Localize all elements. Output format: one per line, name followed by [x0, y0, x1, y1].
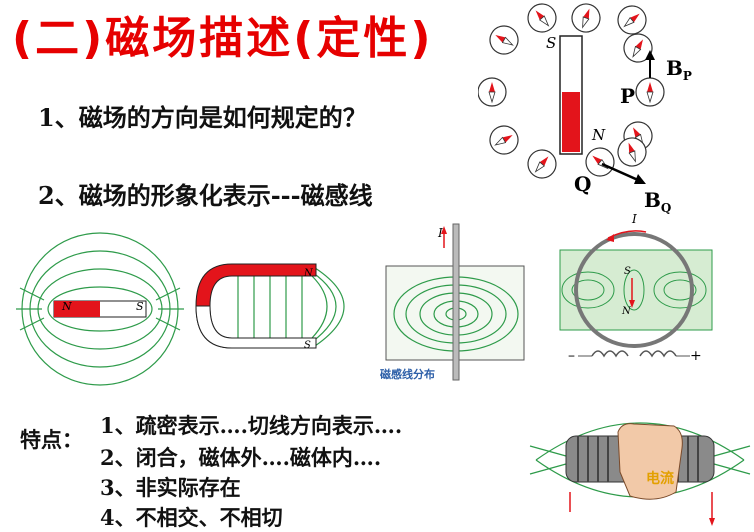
feature-item-1: 1、疏密表示….切线方向表示…. — [100, 413, 403, 438]
question-1: 1、磁场的方向是如何规定的？ — [38, 103, 367, 132]
bp-label: BP — [666, 56, 692, 83]
point-p-label: P — [620, 84, 636, 108]
wire-i-label: I — [438, 226, 443, 240]
feature-item-2: 2、闭合，磁体外….磁体内…. — [100, 445, 382, 470]
page-title: (二)磁场描述(定性) — [12, 13, 434, 64]
question-2: 2、磁场的形象化表示---磁感线 — [38, 181, 373, 210]
features-heading: 特点： — [20, 427, 83, 452]
ring-i-label: I — [632, 212, 637, 226]
ring-n-label: N — [622, 306, 631, 317]
feature-item-3: 3、非实际存在 — [100, 475, 241, 500]
compass-ring-diagram — [478, 0, 665, 185]
bar-s-label: S — [136, 300, 144, 313]
u-magnet-field-figure — [195, 263, 345, 349]
field-line-caption: 磁感线分布 — [380, 368, 435, 381]
u-s-label: S — [304, 340, 311, 351]
point-q-label: Q — [574, 172, 592, 196]
solenoid-hand-figure — [529, 422, 751, 526]
ring-current-field-figure — [559, 230, 713, 358]
magnet-n-label: N — [592, 126, 606, 144]
ring-s-label: S — [624, 266, 631, 277]
magnet-s-label: S — [546, 34, 557, 52]
current-label: 电流 — [646, 471, 674, 487]
bq-label: BQ — [644, 188, 672, 215]
feature-item-4: 4、不相交、不相切 — [100, 505, 283, 530]
ring-minus-label: – — [568, 348, 575, 364]
bar-n-label: N — [62, 300, 72, 313]
straight-wire-field-figure — [385, 223, 525, 381]
ring-plus-label: + — [690, 348, 702, 364]
bar-magnet-field-figure — [16, 232, 184, 386]
u-n-label: N — [304, 268, 313, 279]
